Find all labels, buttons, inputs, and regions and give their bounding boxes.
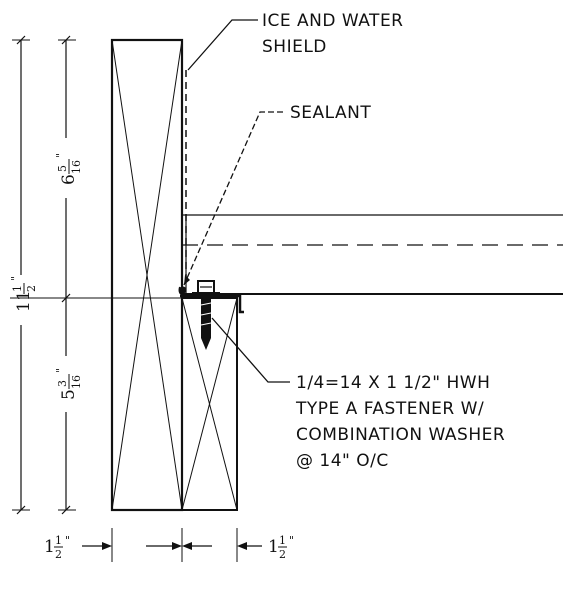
vertical-member <box>110 38 184 512</box>
left-width-mark: " <box>65 534 70 547</box>
dim-text-upper: 6 5 16 " <box>54 153 83 185</box>
left-width-num: 1 <box>55 534 62 547</box>
lower-whole: 5 <box>59 389 79 400</box>
lower-num: 3 <box>56 380 69 387</box>
label-fastener-3: COMBINATION WASHER <box>296 425 505 445</box>
upper-den: 16 <box>70 160 83 174</box>
label-fastener-1: 1/4=14 X 1 1/2" HWH <box>296 373 490 393</box>
label-ice-water-1: ICE AND WATER <box>262 11 404 31</box>
lower-mark: " <box>54 368 67 373</box>
right-width-whole: 1 <box>268 537 279 557</box>
right-width-mark: " <box>289 534 294 547</box>
upper-mark: " <box>54 153 67 158</box>
roof-layers <box>182 214 563 295</box>
lower-den: 16 <box>70 375 83 389</box>
upper-whole: 6 <box>59 174 79 185</box>
overall-whole: 11 <box>14 290 34 312</box>
dim-text-lower: 5 3 16 " <box>54 368 83 400</box>
dim-split-heights <box>58 35 76 515</box>
overall-den: 2 <box>25 285 38 292</box>
dim-text-right-width: 1 1 2 " <box>268 534 294 561</box>
left-width-whole: 1 <box>44 537 55 557</box>
leader-fastener <box>211 317 290 383</box>
overall-num: 1 <box>11 285 24 292</box>
leader-ice-water <box>187 19 258 71</box>
label-ice-water-2: SHIELD <box>262 37 327 57</box>
upper-num: 5 <box>56 165 69 172</box>
dim-bottom-widths <box>82 528 262 562</box>
overall-mark: " <box>9 276 22 281</box>
left-width-den: 2 <box>55 548 62 561</box>
dim-overall-height <box>12 35 30 515</box>
dim-text-overall: 11 1 2 " <box>9 276 38 312</box>
right-width-num: 1 <box>279 534 286 547</box>
label-fastener-4: @ 14" O/C <box>296 451 389 471</box>
right-width-den: 2 <box>279 548 286 561</box>
dim-text-left-width: 1 1 2 " <box>44 534 70 561</box>
leader-sealant <box>183 111 283 286</box>
label-sealant: SEALANT <box>290 103 371 123</box>
label-fastener-2: TYPE A FASTENER W/ <box>295 399 484 419</box>
fastener-screw <box>192 280 220 350</box>
